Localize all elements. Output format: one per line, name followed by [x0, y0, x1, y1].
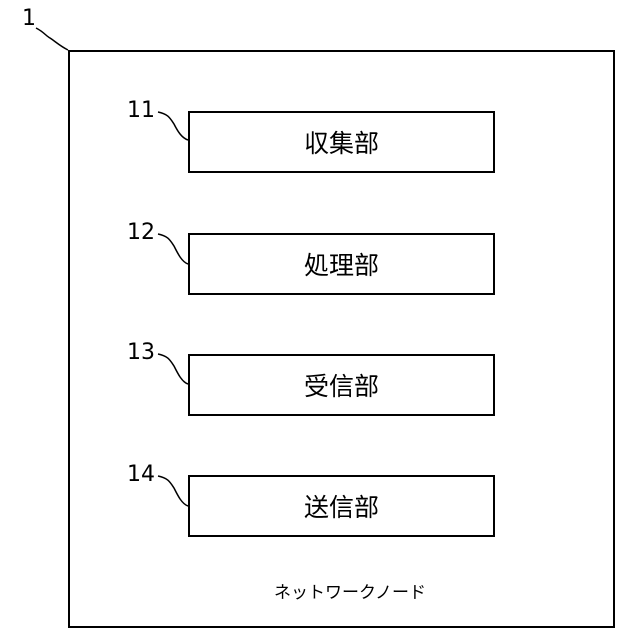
transmitting-unit-box: 送信部 — [188, 475, 495, 537]
network-node-label: ネットワークノード — [260, 578, 440, 603]
unit-ref-number-14: 14 — [127, 464, 155, 486]
receiving-unit-label: 受信部 — [304, 367, 379, 403]
node-ref-number: 1 — [22, 8, 36, 30]
collection-unit-label: 収集部 — [304, 124, 379, 160]
leader-line-13 — [158, 354, 188, 384]
unit-ref-number-13: 13 — [127, 342, 155, 364]
leader-line-1 — [36, 28, 68, 50]
processing-unit-box: 処理部 — [188, 233, 495, 295]
processing-unit-label: 処理部 — [304, 246, 379, 282]
collection-unit-box: 収集部 — [188, 111, 495, 173]
unit-ref-number-12: 12 — [127, 222, 155, 244]
leader-line-11 — [158, 112, 188, 140]
leader-line-12 — [158, 234, 188, 264]
unit-ref-number-11: 11 — [127, 100, 155, 122]
receiving-unit-box: 受信部 — [188, 354, 495, 416]
transmitting-unit-label: 送信部 — [304, 488, 379, 524]
leader-line-14 — [158, 476, 188, 506]
